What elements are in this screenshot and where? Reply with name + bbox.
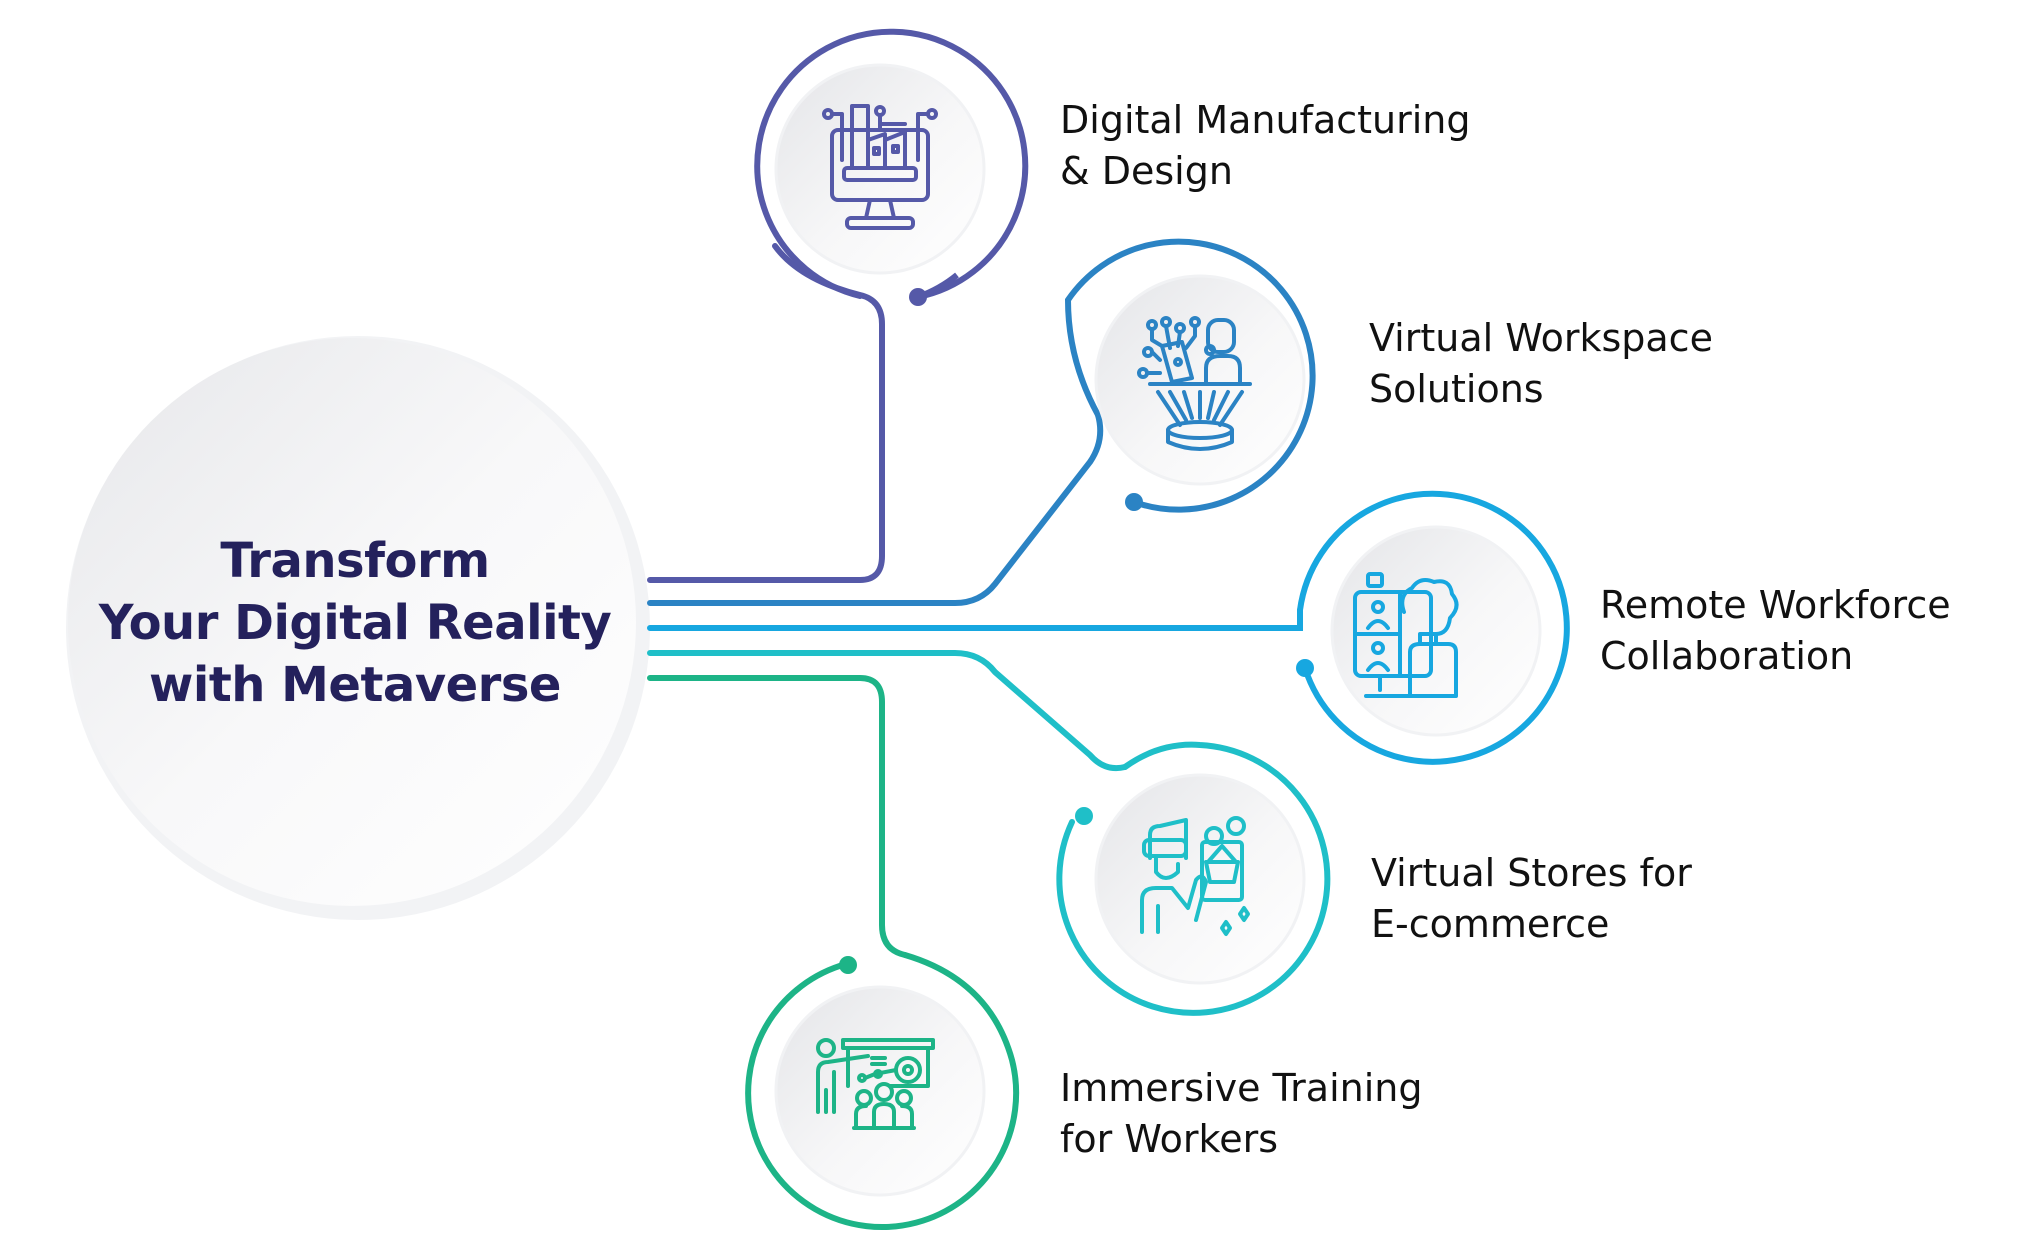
- hub-circle: [68, 338, 636, 906]
- connector-remote-workforce: [647, 607, 1303, 631]
- label-line: & Design: [1060, 149, 1233, 193]
- node-dot: [1296, 659, 1314, 677]
- node-virtual-workspace: [1064, 238, 1316, 513]
- node-immersive-training: [745, 952, 1020, 1230]
- label-digital-manufacturing: Digital Manufacturing & Design: [1060, 95, 1471, 197]
- hub-title-line: Your Digital Reality: [98, 595, 612, 651]
- hub-title-line: Transform: [220, 533, 490, 589]
- hub-title: Transform Your Digital Reality with Meta…: [65, 530, 645, 716]
- label-line: Virtual Workspace: [1369, 316, 1713, 360]
- label-line: for Workers: [1060, 1117, 1278, 1161]
- hologram-workspace-icon: [1137, 316, 1252, 451]
- connector-immersive-training: [647, 675, 908, 958]
- connector-virtual-stores: [647, 650, 1128, 772]
- node-digital-manufacturing: [754, 28, 1029, 306]
- label-virtual-stores: Virtual Stores for E-commerce: [1371, 848, 1692, 950]
- node-disc: [1094, 274, 1306, 486]
- node-virtual-stores: [1056, 741, 1331, 1016]
- label-line: Solutions: [1369, 367, 1544, 411]
- node-ring: [754, 28, 1029, 300]
- hub-title-line: with Metaverse: [149, 657, 561, 713]
- label-line: E-commerce: [1371, 902, 1610, 946]
- label-line: Collaboration: [1600, 634, 1854, 678]
- node-remote-workforce: [1296, 490, 1570, 765]
- connector-virtual-workspace: [647, 412, 1104, 606]
- node-ring: [1064, 238, 1316, 513]
- node-dot: [909, 288, 927, 306]
- label-line: Immersive Training: [1060, 1066, 1423, 1110]
- node-dot: [1075, 807, 1093, 825]
- label-remote-workforce: Remote Workforce Collaboration: [1600, 580, 1951, 682]
- node-ring: [1297, 490, 1570, 765]
- label-virtual-workspace: Virtual Workspace Solutions: [1369, 313, 1713, 415]
- node-dot: [1125, 493, 1143, 511]
- connector-digital-manufacturing: [647, 243, 885, 583]
- label-line: Digital Manufacturing: [1060, 98, 1471, 142]
- label-line: Remote Workforce: [1600, 583, 1951, 627]
- presentation-training-icon: [816, 1038, 935, 1130]
- node-disc: [774, 985, 986, 1197]
- node-ring: [1056, 741, 1331, 1016]
- label-immersive-training: Immersive Training for Workers: [1060, 1063, 1422, 1165]
- video-call-icon: [1353, 572, 1459, 698]
- label-line: Virtual Stores for: [1371, 851, 1692, 895]
- node-disc: [1330, 525, 1542, 737]
- node-ring: [745, 952, 1020, 1230]
- factory-monitor-icon: [822, 104, 938, 230]
- node-dot: [839, 956, 857, 974]
- vr-shopping-icon: [1140, 816, 1250, 936]
